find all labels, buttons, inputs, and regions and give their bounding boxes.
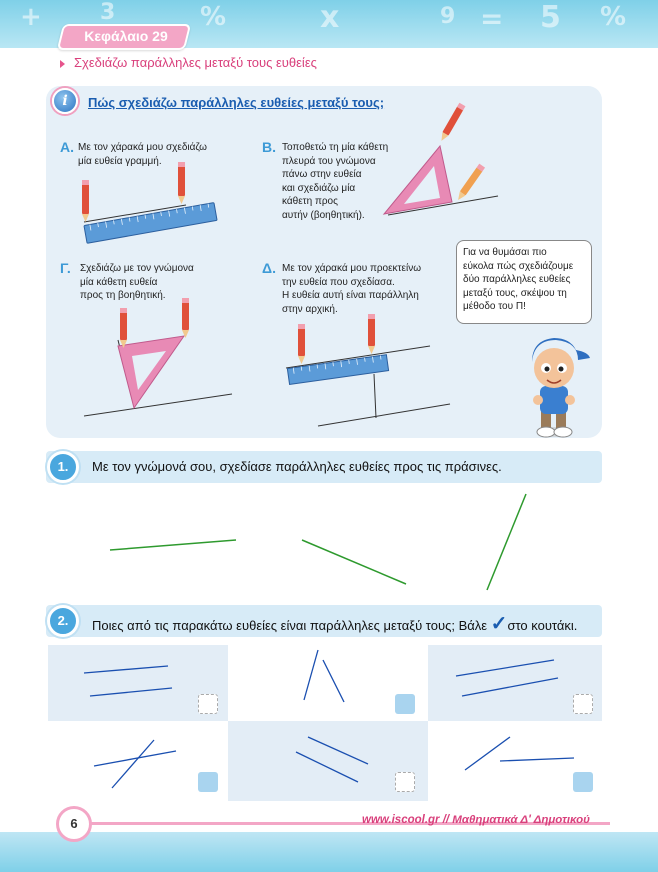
step-a-letter: Α. bbox=[60, 139, 74, 155]
page-number: 6 bbox=[56, 806, 92, 842]
pencil-icon bbox=[458, 163, 486, 201]
exercise-2-line-pairs bbox=[83, 649, 575, 789]
info-icon: i bbox=[52, 88, 78, 114]
step-c-setsquare-illustration bbox=[83, 298, 233, 417]
cartoon-boy-mascot bbox=[532, 338, 590, 438]
chapter-title: Κεφάλαιο 29 bbox=[84, 28, 168, 44]
footer-bar bbox=[0, 832, 658, 872]
exercise-2-bar bbox=[46, 605, 602, 637]
speech-bubble: Για να θυμάσαι πιο εύκολα πώς σχεδιάζουμ… bbox=[456, 240, 592, 324]
pencil-icon bbox=[82, 180, 89, 222]
exercise-2-question: Ποιες από τις παρακάτω ευθείες είναι παρ… bbox=[92, 618, 488, 633]
exercise-1-text: Με τον γνώμονά σου, σχεδίασε παράλληλες … bbox=[92, 459, 502, 474]
exercise-2-text: Ποιες από τις παρακάτω ευθείες είναι παρ… bbox=[92, 611, 577, 636]
exercise-2-number: 2. bbox=[47, 605, 79, 637]
pencil-icon bbox=[368, 314, 375, 354]
subtitle-text: Σχεδιάζω παράλληλες μεταξύ τους ευθείες bbox=[74, 55, 317, 70]
step-c-letter: Γ. bbox=[60, 260, 71, 276]
step-b-setsquare-illustration bbox=[382, 102, 499, 216]
triangle-bullet-icon bbox=[60, 60, 65, 68]
step-d-text: Με τον χάρακά μου προεκτείνω την ευθεία … bbox=[282, 263, 421, 315]
instructions-title: Πώς σχεδιάζω παράλληλες ευθείες μεταξύ τ… bbox=[88, 95, 385, 110]
step-a-text: Με τον χάρακά μου σχεδιάζω μία ευθεία γρ… bbox=[78, 142, 207, 167]
step-d-ruler-illustration bbox=[285, 314, 451, 427]
step-a-ruler-illustration bbox=[82, 162, 218, 244]
exercise-1-number: 1. bbox=[47, 451, 79, 483]
pencil-icon bbox=[120, 308, 127, 348]
exercise-2-suffix: στο κουτάκι. bbox=[507, 618, 578, 633]
step-d-letter: Δ. bbox=[262, 260, 276, 276]
answer-checkbox-3[interactable] bbox=[573, 694, 593, 714]
answer-checkbox-4[interactable] bbox=[198, 772, 218, 792]
step-b-letter: Β. bbox=[262, 139, 276, 155]
exercise-1-green-lines bbox=[109, 493, 527, 591]
pencil-icon bbox=[182, 298, 189, 338]
footer-divider bbox=[80, 822, 610, 825]
pencil-icon bbox=[298, 324, 305, 364]
step-b-text: Τοποθετώ τη μία κάθετη πλευρά του γνώμον… bbox=[282, 142, 389, 221]
pencil-icon bbox=[441, 102, 466, 141]
grid-cell-5 bbox=[228, 721, 428, 801]
step-c-text: Σχεδιάζω με τον γνώμονα μία κάθετη ευθεί… bbox=[80, 263, 194, 301]
answer-checkbox-5[interactable] bbox=[395, 772, 415, 792]
answer-checkbox-2[interactable] bbox=[395, 694, 415, 714]
exercise-1-bar bbox=[46, 451, 602, 483]
answer-checkbox-6[interactable] bbox=[573, 772, 593, 792]
footer-site-text: www.iscool.gr // Μαθηματικά Δ' Δημοτικού bbox=[362, 814, 590, 826]
answer-checkbox-1[interactable] bbox=[198, 694, 218, 714]
checkmark-icon: ✓ bbox=[490, 613, 508, 635]
pencil-icon bbox=[178, 162, 185, 204]
